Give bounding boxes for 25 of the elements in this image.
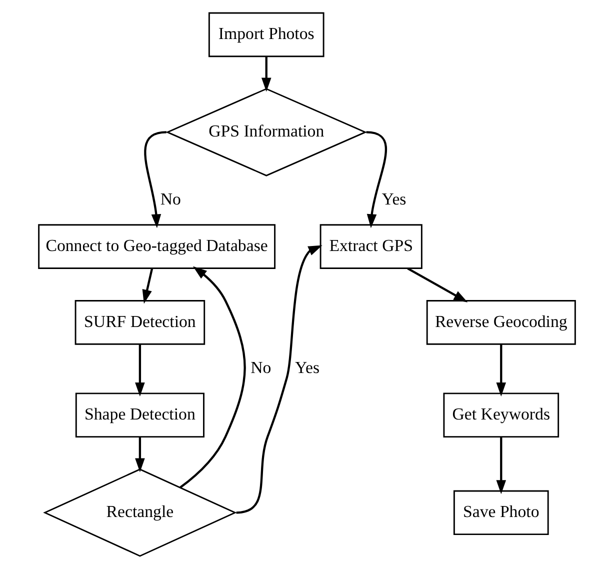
edge-label: No: [160, 190, 180, 209]
node-box: Shape Detection: [74, 392, 204, 438]
arrow: [179, 266, 246, 488]
arrow: [134, 436, 144, 472]
arrow: [260, 56, 271, 92]
node-box: Get Keywords: [442, 392, 559, 438]
edge-label: No: [250, 358, 271, 378]
node-box: Save Photo: [452, 490, 548, 536]
arrow: [134, 344, 144, 396]
arrow: [366, 131, 386, 228]
node-box: SURF Detection: [74, 300, 205, 345]
arrow: [144, 131, 166, 228]
node-diamond: Rectangle: [42, 468, 236, 557]
node-box: Reverse Geocoding: [426, 300, 576, 345]
edge-label: Yes: [381, 190, 406, 209]
arrow: [142, 268, 153, 304]
node-box: Extract GPS: [319, 224, 422, 269]
arrow: [496, 344, 506, 396]
arrow: [496, 436, 506, 494]
arrow: [236, 245, 322, 514]
edge-label: Yes: [294, 358, 320, 378]
node-box: Connect to Geo-tagged Database: [38, 224, 276, 269]
arrow: [406, 267, 468, 302]
node-diamond: GPS Information: [165, 88, 367, 176]
node-box: Import Photos: [208, 12, 324, 58]
